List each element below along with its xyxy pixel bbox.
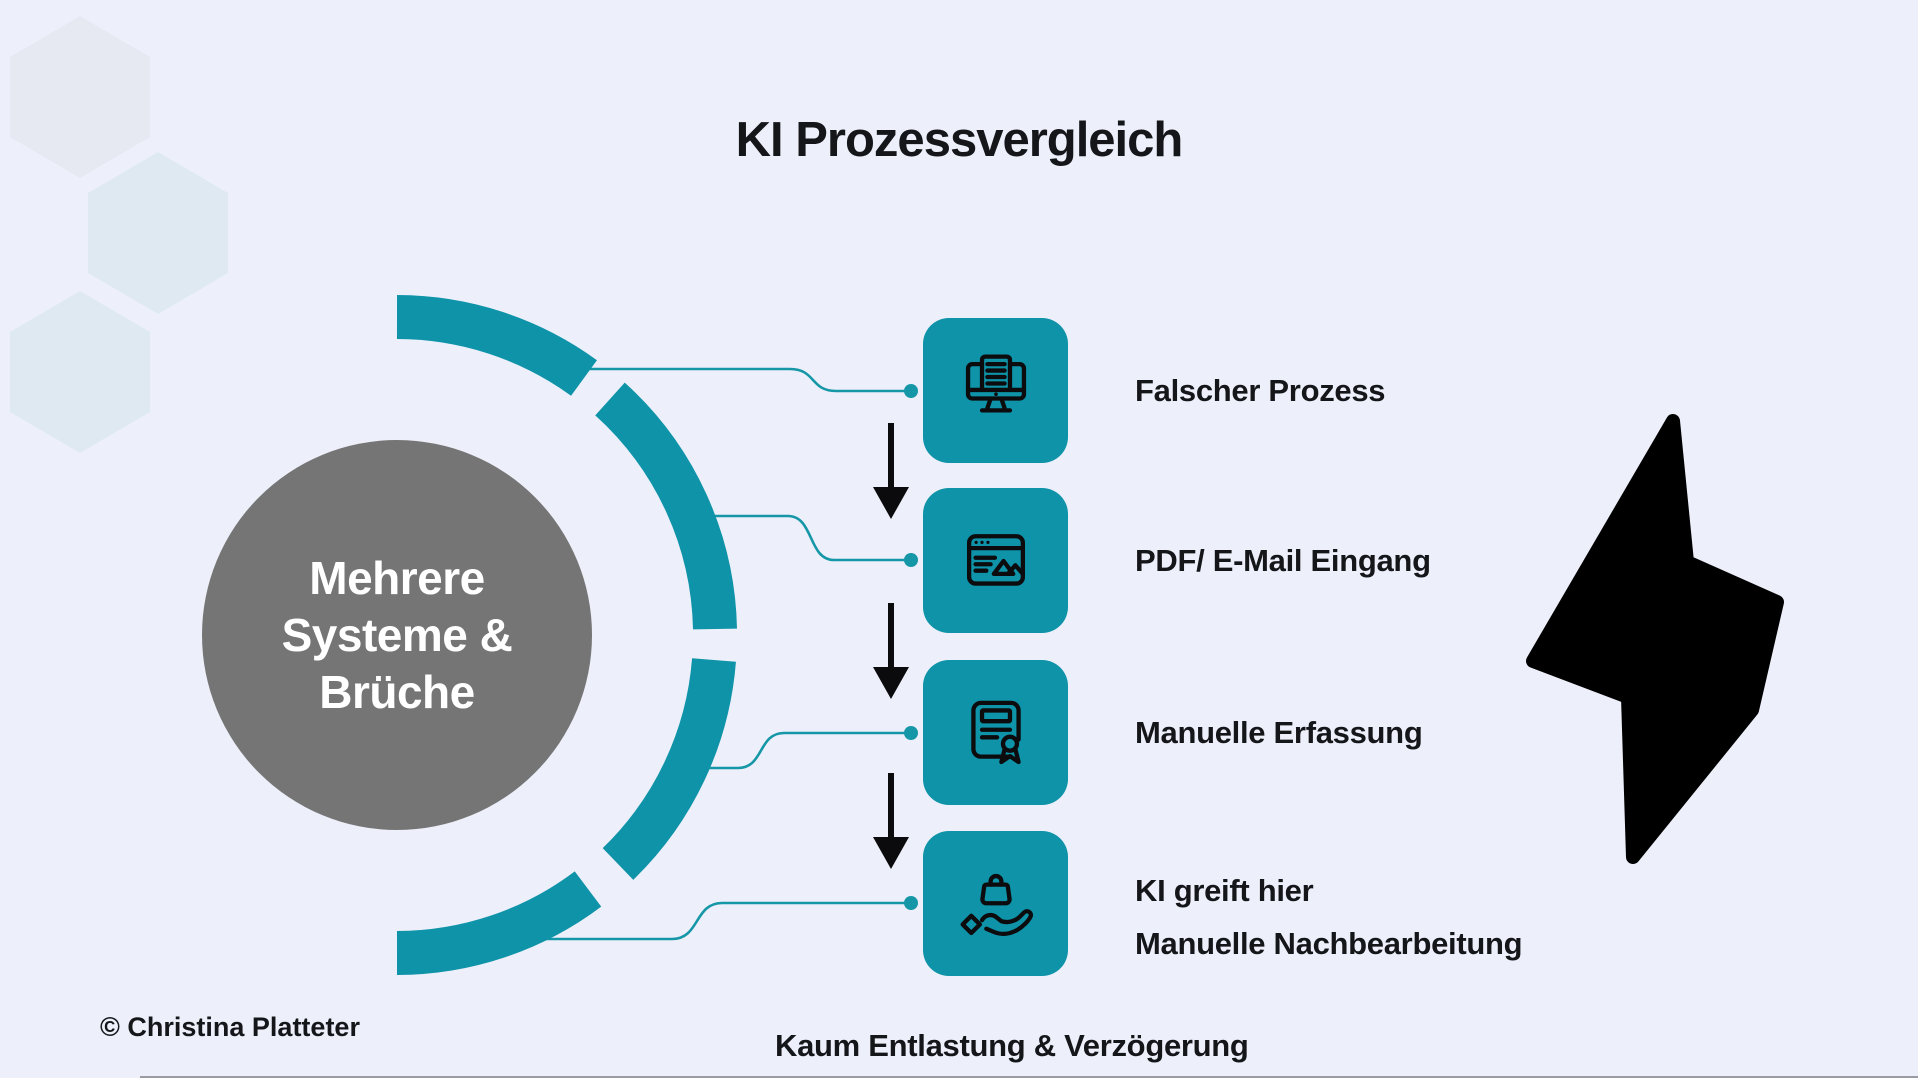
central-circle: Mehrere Systeme & Brüche xyxy=(202,440,592,830)
certificate-icon xyxy=(970,700,1021,764)
process-ring xyxy=(396,295,737,975)
step-label-pdf-email: PDF/ E-Mail Eingang xyxy=(1135,543,1431,578)
arrow-down-icon xyxy=(873,773,909,869)
hexagon-icon xyxy=(10,16,150,178)
browser-image-icon xyxy=(966,533,1025,586)
connector-line xyxy=(705,731,911,770)
process-ring-segment xyxy=(396,295,597,396)
hexagon-icon xyxy=(10,291,150,453)
step-box-falscher-prozess xyxy=(923,318,1068,463)
arrow-down-icon xyxy=(873,423,909,519)
page-title: KI Prozessvergleich xyxy=(735,113,1184,167)
process-ring-segment xyxy=(595,382,737,630)
screenshot-bottom-edge xyxy=(140,1076,1918,1078)
step-box-pdf-email xyxy=(923,488,1068,633)
connector-dots xyxy=(904,384,918,910)
step-label-manuelle-nachbearbeitung: Manuelle Nachbearbeitung xyxy=(1135,926,1523,961)
hand-bag-icon xyxy=(960,873,1033,936)
process-ring-segment xyxy=(396,871,602,975)
hexagon-decoration xyxy=(10,16,228,453)
connector-lines xyxy=(530,367,911,941)
connector-dot xyxy=(904,896,918,910)
step-label-falscher-prozess: Falscher Prozess xyxy=(1135,373,1386,408)
connector-line xyxy=(675,514,911,562)
hexagon-icon xyxy=(88,152,228,314)
connector-dot xyxy=(904,553,918,567)
arrow-down-icon xyxy=(873,603,909,699)
step-box-ki-greift-hier xyxy=(923,831,1068,976)
connector-dot xyxy=(904,726,918,740)
connector-line xyxy=(560,367,911,393)
step-label-manuelle-erfassung: Manuelle Erfassung xyxy=(1135,715,1423,750)
connector-line xyxy=(530,901,911,941)
caption-text: Kaum Entlastung & Verzögerung xyxy=(775,1028,1249,1063)
central-circle-text: Mehrere Systeme & Brüche xyxy=(281,551,513,718)
step-label-ki-greift-hier: KI greift hier Manuelle Nachbearbeitung xyxy=(1135,873,1523,961)
connector-dot xyxy=(904,384,918,398)
step-box-manuelle-erfassung xyxy=(923,660,1068,805)
lightning-bolt-icon xyxy=(1526,414,1784,864)
flow-arrows xyxy=(873,423,909,869)
copyright-text: © Christina Platteter xyxy=(100,1012,360,1042)
process-ring-segment xyxy=(602,658,736,880)
monitor-document-icon xyxy=(965,353,1026,412)
